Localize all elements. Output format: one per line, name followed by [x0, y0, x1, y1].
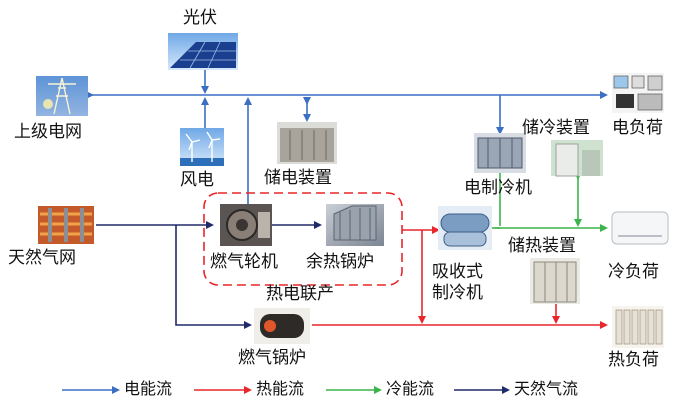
- electric-load-icon: [612, 73, 664, 113]
- heat-storage-label: 储热装置: [508, 238, 576, 255]
- absorption-chiller-icon: [438, 206, 492, 250]
- gas-turbine-icon: [220, 204, 272, 246]
- battery-storage-icon: [277, 122, 337, 164]
- pv-label: 光伏: [183, 10, 217, 27]
- legend-electric-label: 电能流: [124, 381, 172, 397]
- heat-storage-icon: [530, 258, 580, 304]
- cooling-load-icon: [612, 212, 668, 244]
- cooling-load-label: 冷负荷: [608, 264, 659, 281]
- legend-heat-label: 热能流: [256, 381, 304, 397]
- battery-label: 储电装置: [264, 170, 332, 187]
- electric-chiller-label: 电制冷机: [464, 180, 532, 197]
- electric-chiller-icon: [474, 133, 526, 173]
- heat-load-icon: [612, 306, 664, 348]
- cold-storage-icon: [551, 140, 603, 176]
- gas-grid-label: 天然气网: [8, 250, 76, 267]
- wind-label: 风电: [180, 172, 214, 189]
- gas-pipeline-icon: [38, 206, 94, 244]
- waste-heat-boiler-label: 余热锅炉: [306, 254, 374, 271]
- electric-load-label: 电负荷: [612, 120, 663, 137]
- legend-gas-label: 天然气流: [514, 381, 578, 397]
- chp-group-label: 热电联产: [266, 286, 334, 303]
- grid-tower-icon: [36, 76, 88, 116]
- gas-boiler-label: 燃气锅炉: [238, 350, 306, 367]
- gas-boiler-icon: [254, 308, 310, 344]
- heat-load-label: 热负荷: [608, 352, 659, 369]
- absorption-chiller-label: 吸收式 制冷机: [432, 262, 483, 305]
- cold-storage-label: 储冷装置: [522, 120, 590, 137]
- legend-cold-label: 冷能流: [386, 381, 434, 397]
- gas-turbine-label: 燃气轮机: [210, 254, 278, 271]
- pv-panel-icon: [168, 33, 238, 70]
- grid-label: 上级电网: [14, 124, 82, 141]
- wind-turbine-icon: [180, 128, 224, 166]
- waste-heat-boiler-icon: [326, 204, 384, 246]
